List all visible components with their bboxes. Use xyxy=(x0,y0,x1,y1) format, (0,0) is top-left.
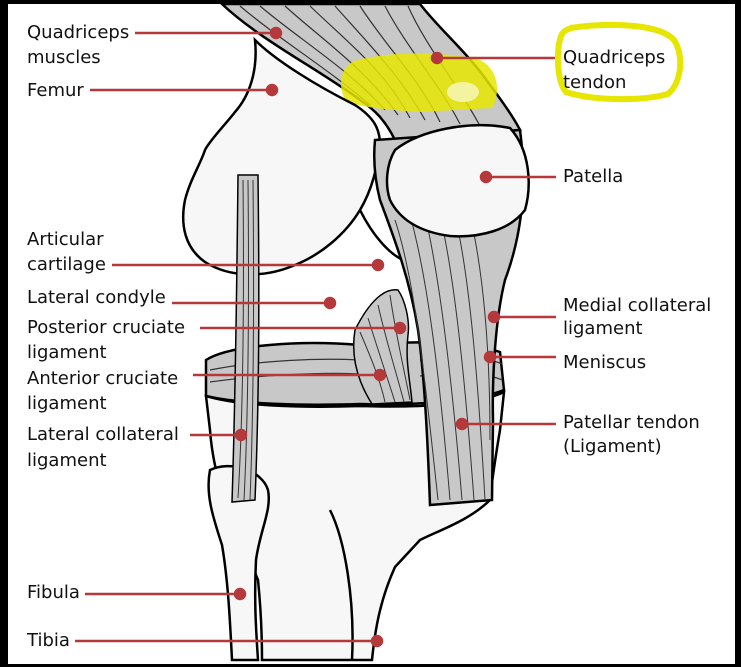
tibia-fibula-line xyxy=(328,509,354,661)
fibula-shape xyxy=(207,464,271,662)
dot-quadriceps-muscles xyxy=(269,26,283,40)
dot-lateral-condyle xyxy=(323,296,337,310)
dot-patellar-tendon xyxy=(455,417,469,431)
patellar-tendon-fibers xyxy=(394,214,491,501)
dot-lateral-collateral xyxy=(234,428,248,442)
dot-femur xyxy=(265,83,279,97)
label-lateral-condyle: Lateral condyle xyxy=(27,287,166,308)
leader-lines xyxy=(75,26,556,648)
dot-articular-cartilage xyxy=(371,258,385,272)
quadriceps-tendon-highlight xyxy=(340,53,497,112)
label-medial-collateral-line1: Medial collateral xyxy=(563,295,712,316)
label-anterior-cruciate-line1: Anterior cruciate xyxy=(27,368,179,389)
label-articular-cartilage-line2: cartilage xyxy=(27,254,106,275)
dot-patella xyxy=(479,170,493,184)
label-quadriceps-tendon-line1: Quadriceps xyxy=(563,47,666,68)
femur-shape xyxy=(181,36,382,276)
label-articular-cartilage-line1: Articular xyxy=(27,229,104,250)
lcl-fibers xyxy=(237,179,255,501)
label-femur: Femur xyxy=(27,80,84,101)
cruciate-ligaments-shape xyxy=(352,289,413,405)
label-quadriceps-muscles-line2: muscles xyxy=(27,47,101,68)
label-meniscus: Meniscus xyxy=(563,352,647,373)
dot-meniscus xyxy=(483,350,497,364)
label-quadriceps-tendon-line2: tendon xyxy=(563,72,627,93)
label-lateral-collateral-line2: ligament xyxy=(27,450,107,471)
label-posterior-cruciate-line1: Posterior cruciate xyxy=(27,317,186,338)
dot-quadriceps-tendon xyxy=(430,51,444,65)
label-patellar-tendon-line1: Patellar tendon xyxy=(563,412,700,433)
quadriceps-tendon-highlight-gap xyxy=(447,82,479,102)
dot-fibula xyxy=(233,587,247,601)
label-tibia: Tibia xyxy=(27,630,70,651)
label-posterior-cruciate-line2: ligament xyxy=(27,342,107,363)
label-lateral-collateral-line1: Lateral collateral xyxy=(27,424,179,445)
label-anterior-cruciate-line2: ligament xyxy=(27,393,107,414)
label-fibula: Fibula xyxy=(27,582,80,603)
label-medial-collateral-line2: ligament xyxy=(563,318,643,339)
dot-medial-collateral xyxy=(487,310,501,324)
dot-anterior-cruciate xyxy=(373,368,387,382)
quadriceps-tendon-label-circle xyxy=(554,21,684,103)
dot-tibia xyxy=(370,634,384,648)
label-patellar-tendon-line2: (Ligament) xyxy=(563,436,662,457)
dot-posterior-cruciate xyxy=(393,321,407,335)
label-patella: Patella xyxy=(563,166,624,187)
patella-shape xyxy=(385,124,530,238)
label-quadriceps-muscles-line1: Quadriceps xyxy=(27,22,130,43)
